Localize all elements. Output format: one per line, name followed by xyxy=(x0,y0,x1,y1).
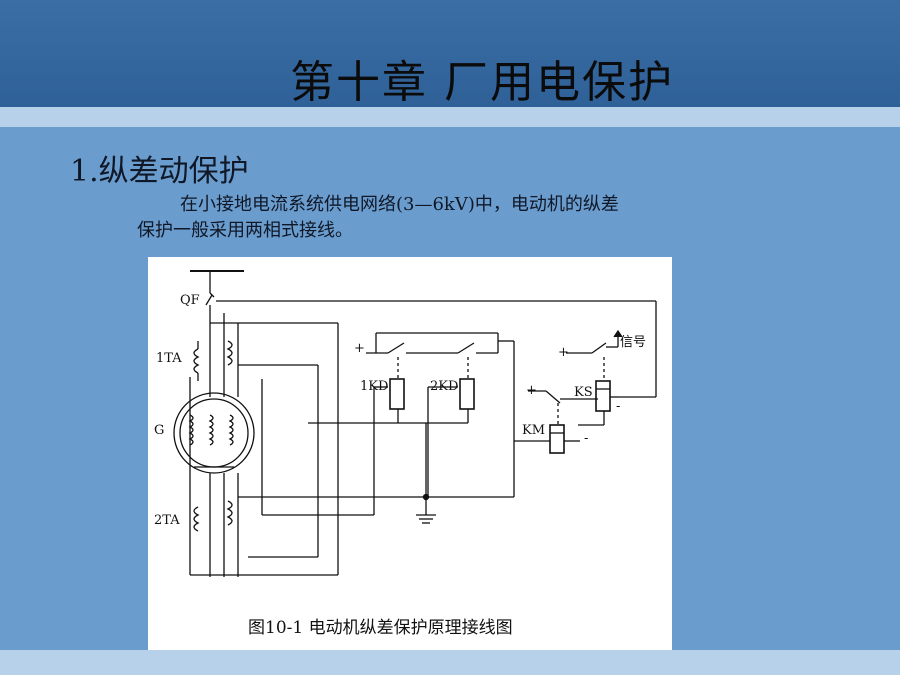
1kd-label: 1KD xyxy=(360,379,389,394)
plus-label-2: + xyxy=(558,345,569,360)
2ta-label: 2TA xyxy=(154,513,180,528)
title-stripe xyxy=(0,107,900,127)
ks-label: KS xyxy=(574,385,593,400)
qf-label: QF xyxy=(180,293,200,308)
circuit-diagram xyxy=(173,270,657,577)
figure-caption: 图10-1 电动机纵差保护原理接线图 xyxy=(248,618,513,638)
signal-label: 信号 xyxy=(620,335,647,350)
slide-title: 第十章 厂用电保护 xyxy=(290,57,674,108)
g-label: G xyxy=(154,423,165,438)
minus-label-1: - xyxy=(616,399,621,414)
1ta-label: 1TA xyxy=(156,351,182,366)
body-text-line-1: 在小接地电流系统供电网络(3—6kV)中，电动机的纵差 xyxy=(180,194,619,215)
plus-label-3: + xyxy=(526,383,537,398)
circuit-diagram-figure: QF 1TA G 2TA 1KD 2KD KM KS 信号 + + + - - … xyxy=(148,257,672,650)
body-text-line-2: 保护一般采用两相式接线。 xyxy=(137,220,353,241)
bottom-stripe xyxy=(0,650,900,675)
minus-label-2: - xyxy=(584,431,589,446)
2kd-label: 2KD xyxy=(430,379,459,394)
section-heading: 1.纵差动保护 xyxy=(70,154,249,189)
plus-label-1: + xyxy=(354,341,365,356)
title-bar xyxy=(0,0,900,107)
km-label: KM xyxy=(522,423,546,438)
